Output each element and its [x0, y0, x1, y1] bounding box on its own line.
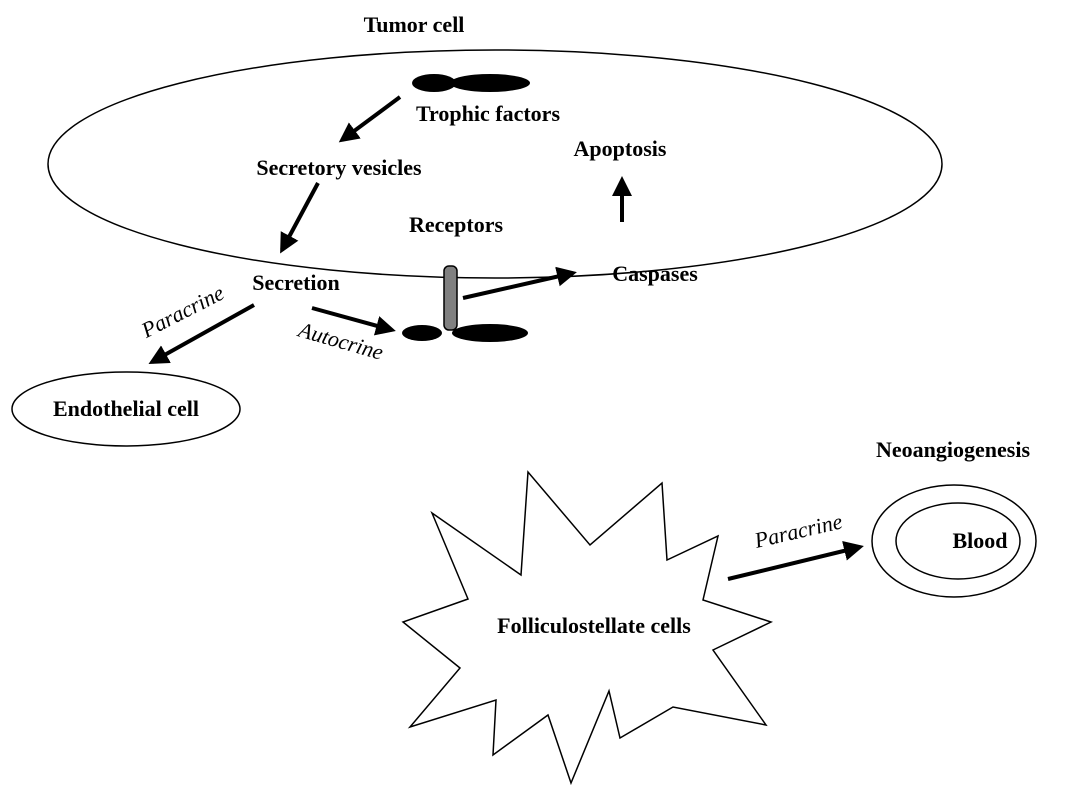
- tumor-cell-label: Tumor cell: [364, 12, 465, 37]
- arrow-paracrine-blood: [727, 541, 864, 581]
- trophic-factor-molecule: [412, 74, 530, 92]
- arrow-vesicles-to-secretion: [280, 182, 320, 254]
- paracrine-right-label: Paracrine: [751, 508, 845, 553]
- blood-vessel-inner: [895, 502, 1021, 580]
- receptor-shape: [443, 265, 458, 331]
- arrow-trophic-to-vesicles: [338, 95, 402, 143]
- apoptosis-label: Apoptosis: [574, 136, 667, 161]
- caspases-label: Caspases: [612, 261, 698, 286]
- tumor-cell-membrane: [47, 49, 943, 279]
- paracrine-left-label: Paracrine: [136, 280, 228, 343]
- bound-trophic-factor: [402, 324, 528, 342]
- secretory-vesicles-label: Secretory vesicles: [256, 155, 422, 180]
- endothelial-cell: [11, 371, 241, 447]
- arrow-paracrine-endothelial: [148, 303, 255, 364]
- secretion-label: Secretion: [252, 270, 340, 295]
- blood-label: Blood: [952, 528, 1007, 553]
- blood-vessel-outer: [871, 484, 1037, 598]
- neoangiogenesis-label: Neoangiogenesis: [876, 437, 1030, 462]
- receptors-label: Receptors: [409, 212, 504, 237]
- endothelial-cell-label: Endothelial cell: [53, 396, 199, 421]
- folliculostellate-cells-label: Folliculostellate cells: [497, 613, 691, 638]
- folliculostellate-cell-star: [401, 470, 774, 786]
- arrow-autocrine: [311, 306, 396, 336]
- arrow-receptor-to-caspases: [462, 266, 577, 300]
- trophic-factors-label: Trophic factors: [416, 101, 560, 126]
